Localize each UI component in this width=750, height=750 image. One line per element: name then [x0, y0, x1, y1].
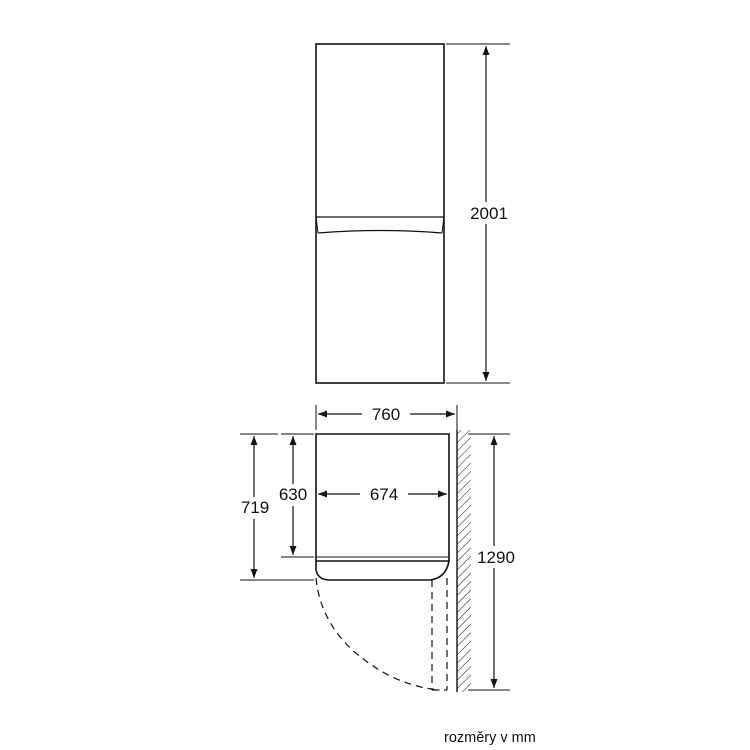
depth-door-dimension: 719 [236, 433, 314, 581]
door-open-position [431, 578, 448, 691]
width-inner-dimension: 674 [318, 484, 447, 504]
door-gap-line-lower [317, 229, 443, 234]
fridge-top-door [315, 560, 450, 581]
top-view: 760 674 630 719 [236, 404, 518, 692]
depth-door-label: 719 [241, 498, 269, 517]
height-dimension: 2001 [446, 43, 512, 384]
depth-open-label: 1290 [477, 548, 515, 567]
unit-note: rozměry v mm [444, 730, 536, 746]
wall-hatch [457, 430, 471, 692]
width-inner-label: 674 [370, 485, 398, 504]
depth-open-dimension: 1290 [468, 433, 518, 691]
door-swing-arc [315, 577, 441, 691]
width-outer-dimension: 760 [315, 404, 458, 430]
height-total-label: 2001 [470, 204, 508, 223]
width-outer-label: 760 [372, 405, 400, 424]
depth-body-label: 630 [279, 485, 307, 504]
door-gap-side [315, 216, 445, 234]
depth-body-dimension: 630 [276, 433, 314, 558]
fridge-front-outline [315, 43, 445, 384]
front-view: 2001 [315, 43, 512, 384]
